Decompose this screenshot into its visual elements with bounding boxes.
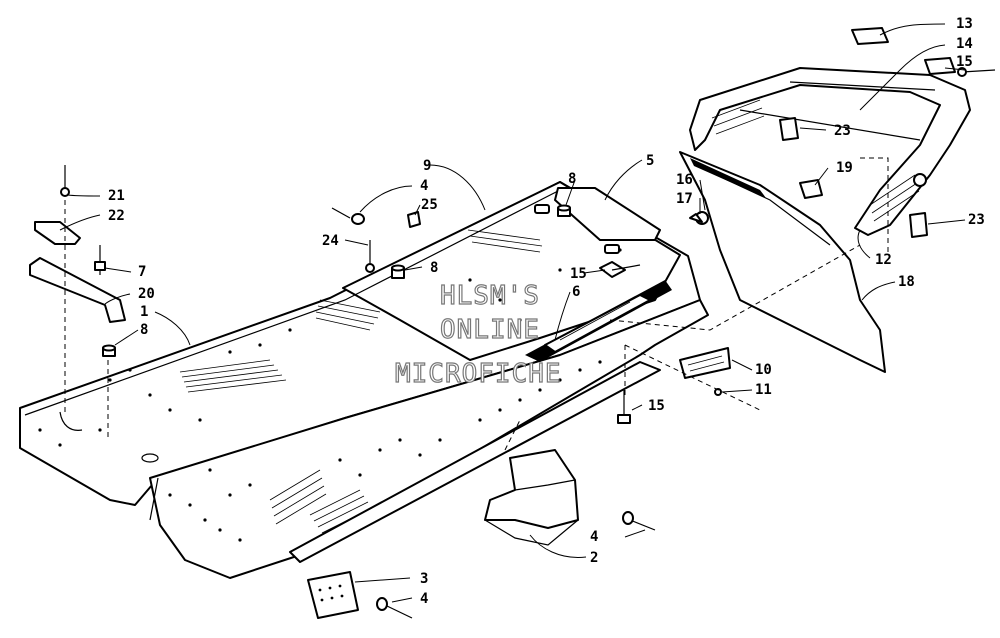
leader-lines xyxy=(59,23,966,603)
callout-24: 24 xyxy=(322,233,339,249)
callout-15: 15 xyxy=(648,398,665,414)
callout-1: 1 xyxy=(140,304,148,320)
perforation-dots xyxy=(38,228,622,542)
callout-25: 25 xyxy=(421,197,438,213)
callout-21: 21 xyxy=(108,188,125,204)
watermark-line-2: ONLINE xyxy=(440,315,540,345)
callout-14: 14 xyxy=(956,36,973,52)
callout-20: 20 xyxy=(138,286,155,302)
callout-4: 4 xyxy=(590,529,598,545)
callout-23: 23 xyxy=(834,123,851,139)
callout-15: 15 xyxy=(956,54,973,70)
callout-7: 7 xyxy=(138,264,146,280)
deck-slot xyxy=(604,244,620,254)
callout-23: 23 xyxy=(968,212,985,228)
bottom-brackets xyxy=(307,449,656,619)
callout-3: 3 xyxy=(420,571,428,587)
callout-8: 8 xyxy=(430,260,438,276)
deck-hardware xyxy=(331,204,641,279)
left-brackets xyxy=(29,165,126,357)
tunnel-assembly xyxy=(19,181,709,579)
callout-15: 15 xyxy=(570,266,587,282)
callout-10: 10 xyxy=(755,362,772,378)
callout-17: 17 xyxy=(676,191,693,207)
callout-9: 9 xyxy=(423,158,431,174)
callout-16: 16 xyxy=(676,172,693,188)
callout-8: 8 xyxy=(140,322,148,338)
watermark-line-1: HLSM'S xyxy=(440,281,540,311)
callout-5: 5 xyxy=(646,153,654,169)
snow-flap xyxy=(679,151,886,373)
callout-11: 11 xyxy=(755,382,772,398)
watermark: HLSM'S ONLINE MICROFICHE xyxy=(394,280,562,389)
deck-slot xyxy=(534,204,550,214)
callout-4: 4 xyxy=(420,178,428,194)
callout-2: 2 xyxy=(590,550,598,566)
watermark-line-3: MICROFICHE xyxy=(395,359,562,389)
callout-19: 19 xyxy=(836,160,853,176)
callout-18: 18 xyxy=(898,274,915,290)
callout-6: 6 xyxy=(572,284,580,300)
callout-22: 22 xyxy=(108,208,125,224)
deck-strip xyxy=(554,187,661,241)
side-vents xyxy=(309,489,373,534)
assembly-lines xyxy=(64,157,889,451)
callout-13: 13 xyxy=(956,16,973,32)
callout-8: 8 xyxy=(568,171,576,187)
callout-labels: 13 14 15 23 19 23 12 18 9 8 5 16 17 4 25… xyxy=(108,16,985,607)
right-hardware xyxy=(617,27,996,424)
callout-4: 4 xyxy=(420,591,428,607)
callout-12: 12 xyxy=(875,252,892,268)
rear-bumper xyxy=(689,67,971,236)
tunnel-decal xyxy=(525,280,672,362)
